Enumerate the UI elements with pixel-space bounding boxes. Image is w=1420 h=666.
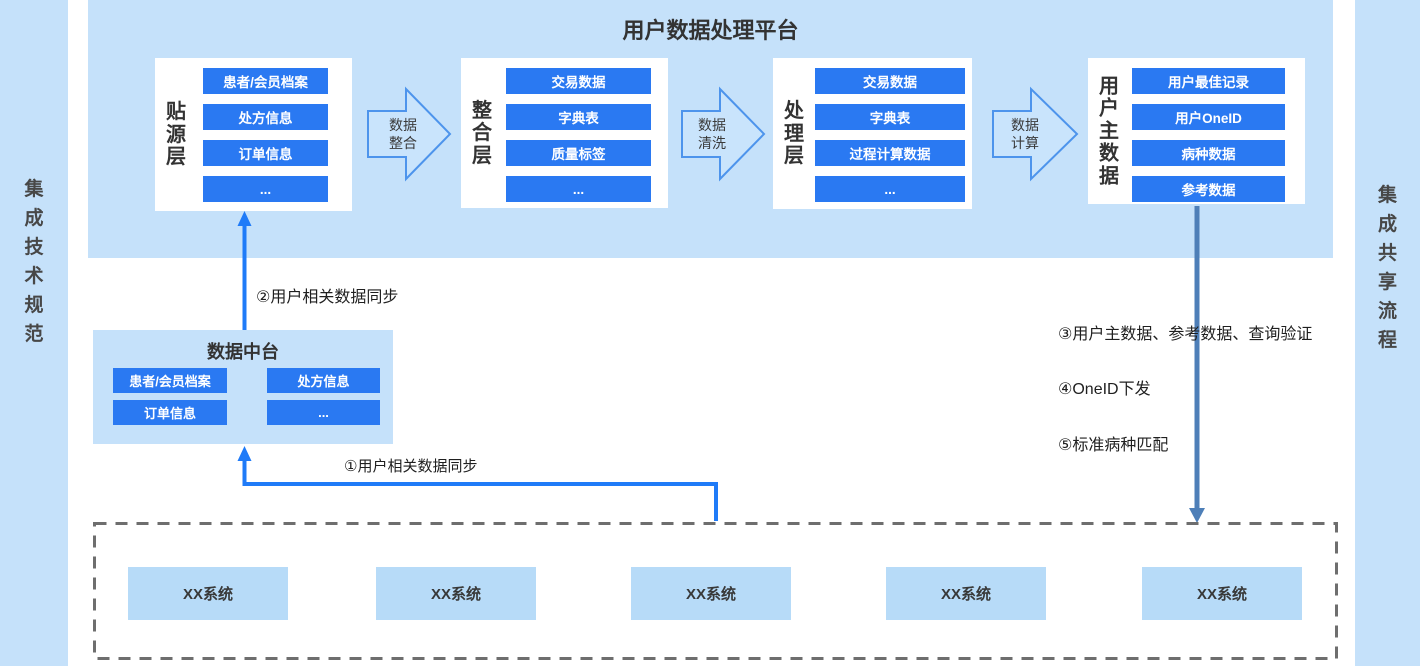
data-item: 处方信息: [203, 104, 328, 130]
flow-arrow-label-line: 整合: [389, 135, 417, 152]
left-sidebar-label: 集成技术规范: [24, 179, 44, 345]
data-middle-platform: 数据中台 患者/会员档案 处方信息 订单信息 ...: [93, 330, 393, 444]
layer-box-processing: 处理层 交易数据 字典表 过程计算数据 ...: [773, 58, 972, 209]
system-box: XX系统: [128, 567, 288, 620]
annotation-step5: ⑤标准病种匹配: [1058, 437, 1169, 454]
annotation-step2: ②用户相关数据同步: [256, 289, 399, 306]
flow-arrow-integrate-label: 数据 整合: [371, 116, 435, 153]
connector-masterdata-down-arrowhead: [1189, 508, 1205, 523]
layer-items-integration: 交易数据 字典表 质量标签 ...: [506, 68, 651, 202]
data-item: 字典表: [506, 104, 651, 130]
data-item: ...: [267, 400, 380, 425]
data-item: ...: [203, 176, 328, 202]
data-item: 用户最佳记录: [1132, 68, 1285, 94]
data-item: ...: [506, 176, 651, 202]
layer-label-source: 贴源层: [166, 101, 186, 168]
flow-arrow-label-line: 数据: [698, 117, 726, 133]
data-item: 参考数据: [1132, 176, 1285, 202]
layer-box-master-data: 用户主数据 用户最佳记录 用户OneID 病种数据 参考数据: [1088, 58, 1305, 204]
flow-arrow-label-line: 数据: [1011, 117, 1039, 133]
data-item: 交易数据: [506, 68, 651, 94]
data-item: 字典表: [815, 104, 965, 130]
flow-arrow-compute-label: 数据 计算: [993, 116, 1057, 153]
flow-arrow-label-line: 计算: [1011, 135, 1039, 152]
layer-items-processing: 交易数据 字典表 过程计算数据 ...: [815, 68, 965, 202]
data-item: 病种数据: [1132, 140, 1285, 166]
flow-arrow-label-line: 数据: [389, 117, 417, 133]
connector-systems-elbow: [242, 460, 718, 521]
right-sidebar-label: 集成共享流程: [1377, 185, 1398, 351]
layer-label-processing: 处理层: [784, 100, 804, 167]
data-item: 质量标签: [506, 140, 651, 166]
data-item: 处方信息: [267, 368, 380, 393]
flow-arrow-clean-label: 数据 清洗: [680, 116, 744, 153]
data-item: 订单信息: [203, 140, 328, 166]
platform-title: 用户数据处理平台: [622, 18, 799, 43]
left-sidebar: 集成技术规范: [0, 0, 68, 666]
layer-items-source: 患者/会员档案 处方信息 订单信息 ...: [203, 68, 328, 202]
annotation-step3: ③用户主数据、参考数据、查询验证: [1058, 326, 1313, 343]
system-box: XX系统: [376, 567, 536, 620]
system-box: XX系统: [631, 567, 791, 620]
data-middle-platform-title: 数据中台: [207, 342, 279, 362]
data-item: 患者/会员档案: [113, 368, 227, 393]
annotation-step1: ①用户相关数据同步: [344, 458, 478, 475]
annotation-step4: ④OneID下发: [1058, 381, 1151, 398]
data-item: 过程计算数据: [815, 140, 965, 166]
layer-label-master-data: 用户主数据: [1099, 75, 1119, 187]
data-item: 患者/会员档案: [203, 68, 328, 94]
system-box: XX系统: [886, 567, 1046, 620]
layer-label-integration: 整合层: [472, 99, 492, 167]
data-item: 订单信息: [113, 400, 227, 425]
flow-arrow-label-line: 清洗: [698, 135, 726, 152]
connector-systems-elbow-arrowhead: [237, 446, 252, 461]
layer-box-integration: 整合层 交易数据 字典表 质量标签 ...: [461, 58, 668, 208]
layer-items-master-data: 用户最佳记录 用户OneID 病种数据 参考数据: [1132, 68, 1285, 202]
data-item: 交易数据: [815, 68, 965, 94]
layer-box-source: 贴源层 患者/会员档案 处方信息 订单信息 ...: [155, 58, 352, 211]
data-item: 用户OneID: [1132, 104, 1285, 130]
right-sidebar: 集成共享流程: [1355, 0, 1420, 666]
data-item: ...: [815, 176, 965, 202]
system-box: XX系统: [1142, 567, 1302, 620]
